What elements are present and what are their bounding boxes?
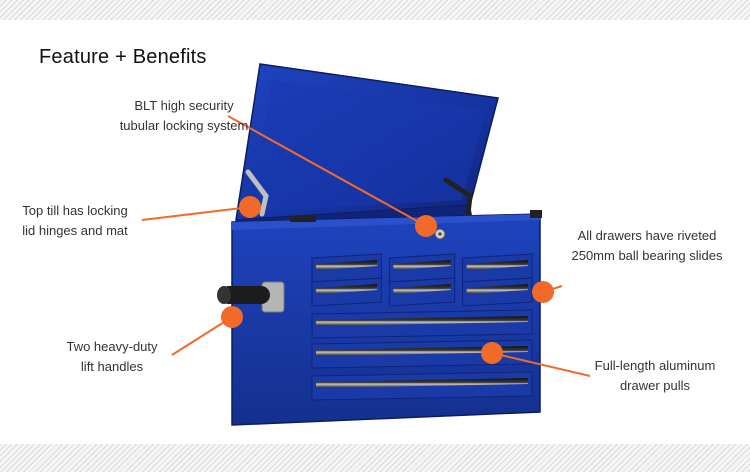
- callout-slides-line-1: All drawers have riveted: [577, 228, 717, 243]
- callout-label-handles: Two heavy-duty lift handles: [52, 337, 172, 377]
- callout-dot-slides: [532, 281, 554, 303]
- callout-layer: [141, 115, 591, 377]
- callout-hinges-line-2: lid hinges and mat: [22, 223, 128, 238]
- drawer-pull: [393, 260, 451, 270]
- lid-stay-right: [443, 177, 473, 217]
- callout-handles-line-1: Two heavy-duty: [66, 339, 158, 354]
- top-hatch-border: [0, 0, 750, 20]
- callout-pulls-line-2: drawer pulls: [619, 378, 691, 393]
- drawer-pull: [316, 260, 378, 270]
- callout-hinges-line-1: Top till has locking: [22, 203, 128, 218]
- callout-label-locking: BLT high security tubular locking system: [84, 96, 284, 136]
- callout-pulls-line-1: Full-length aluminum: [594, 358, 716, 373]
- lid-stay-left: [245, 169, 269, 217]
- drawer-pull: [466, 284, 528, 294]
- page-title: Feature + Benefits: [39, 46, 207, 68]
- drawer-pull: [316, 284, 378, 294]
- top-latch: [290, 216, 316, 222]
- callout-locking-line-1: BLT high security: [134, 98, 234, 113]
- drawer-pull: [316, 378, 528, 388]
- callout-line-hinges: [141, 206, 251, 221]
- drawer-pull: [466, 260, 528, 270]
- bottom-hatch-border: [0, 444, 750, 472]
- callout-label-hinges: Top till has locking lid hinges and mat: [10, 201, 140, 241]
- lift-handle-left: [217, 281, 285, 313]
- drawer-pull: [316, 346, 528, 356]
- callout-line-pulls: [491, 352, 591, 377]
- drawer-pull: [393, 284, 451, 294]
- callout-line-handles: [171, 316, 233, 356]
- callout-handles-line-2: lift handles: [80, 359, 144, 374]
- chest-lid: [232, 63, 499, 228]
- drawer-stack: [311, 253, 533, 401]
- callout-label-pulls: Full-length aluminum drawer pulls: [580, 356, 730, 396]
- callout-label-slides: All drawers have riveted 250mm ball bear…: [562, 226, 732, 266]
- callout-dot-handles: [221, 306, 243, 328]
- callout-locking-line-2: tubular locking system: [119, 118, 249, 133]
- callout-slides-line-2: 250mm ball bearing slides: [571, 248, 723, 263]
- callout-dot-hinges: [239, 196, 261, 218]
- callout-dot-locking: [415, 215, 437, 237]
- drawer-pull: [316, 316, 528, 326]
- callout-dot-pulls: [481, 342, 503, 364]
- callout-line-locking: [227, 115, 427, 227]
